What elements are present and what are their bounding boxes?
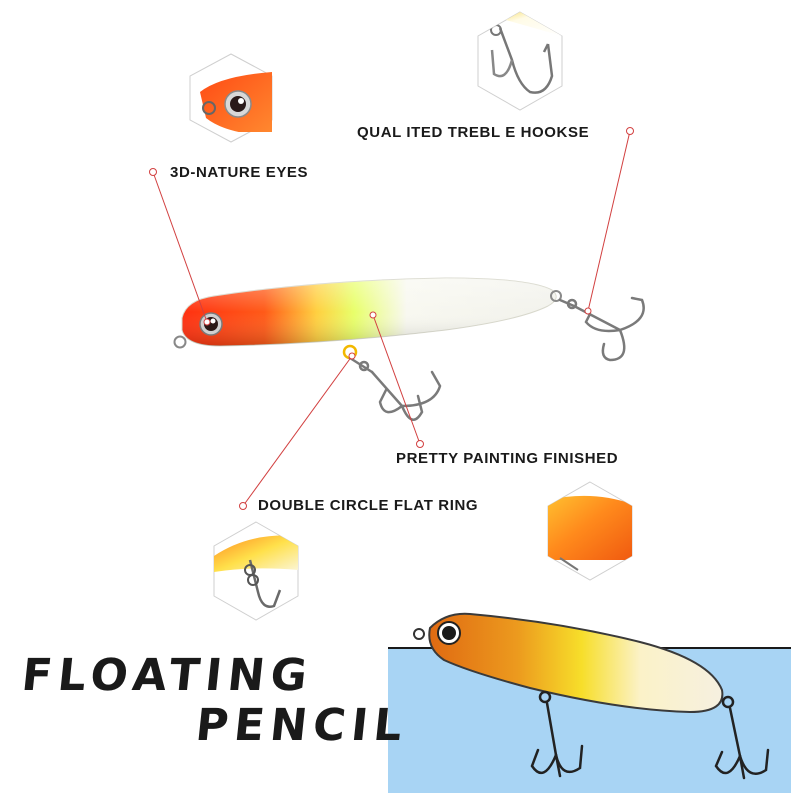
label-3d-nature-eyes: 3D-NATURE EYES [170, 164, 309, 181]
tail-split-ring [550, 290, 562, 302]
line-tie-eyelet [173, 335, 187, 349]
callout-dots [149, 127, 634, 510]
tail-treble-hook [558, 296, 645, 362]
painting-detail-thumbnail [547, 481, 633, 581]
belly-treble-hook [348, 356, 442, 421]
diagram-tail-hook [714, 695, 770, 780]
label-pretty-painting: PRETTY PAINTING FINISHED [396, 450, 619, 467]
label-double-circle-ring: DOUBLE CIRCLE FLAT RING [258, 497, 479, 514]
pencil-lure [173, 277, 645, 421]
eyes-detail-thumbnail [189, 53, 273, 143]
title-floating: FLOATING [19, 650, 316, 701]
lure-eye [199, 312, 223, 336]
floating-diagram [388, 612, 791, 793]
callout-lines [152, 130, 631, 507]
ring-detail-thumbnail [213, 521, 299, 621]
hooks-detail-thumbnail [477, 11, 563, 111]
title-pencil: PENCIL [193, 700, 411, 751]
label-treble-hooks: QUAL ITED TREBL E HOOKSE [357, 124, 590, 141]
diagram-belly-hook [530, 690, 584, 778]
